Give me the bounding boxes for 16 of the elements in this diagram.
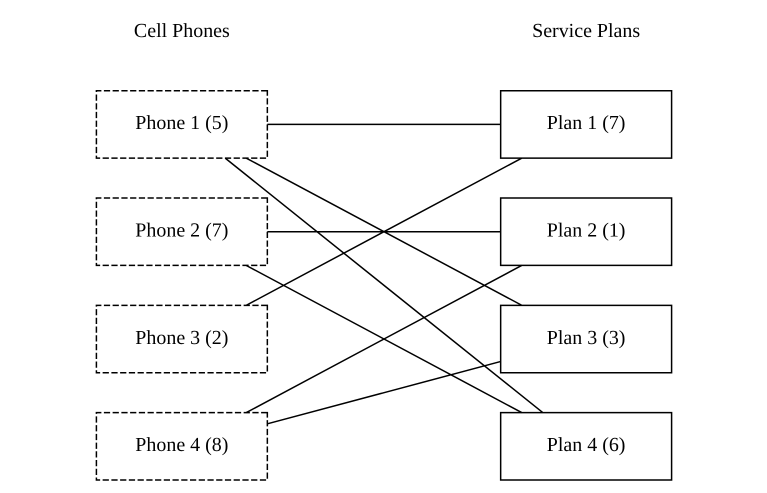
connector — [266, 360, 500, 424]
node-box: Plan 1 (7) — [499, 89, 672, 158]
connector — [245, 157, 522, 306]
node-box: Phone 2 (7) — [95, 196, 268, 266]
node-box: Plan 2 (1) — [499, 196, 672, 266]
node-box: Plan 4 (6) — [499, 411, 672, 480]
connector — [266, 123, 500, 125]
node-box: Phone 3 (2) — [95, 304, 268, 373]
label: Service Plans — [532, 19, 640, 42]
label: Cell Phones — [133, 19, 230, 42]
node-box: Plan 3 (3) — [499, 304, 672, 373]
connector — [224, 157, 543, 413]
node-box: Phone 1 (5) — [95, 89, 268, 158]
connector — [266, 230, 500, 232]
node-box: Phone 4 (8) — [95, 411, 268, 480]
connector — [245, 264, 522, 413]
